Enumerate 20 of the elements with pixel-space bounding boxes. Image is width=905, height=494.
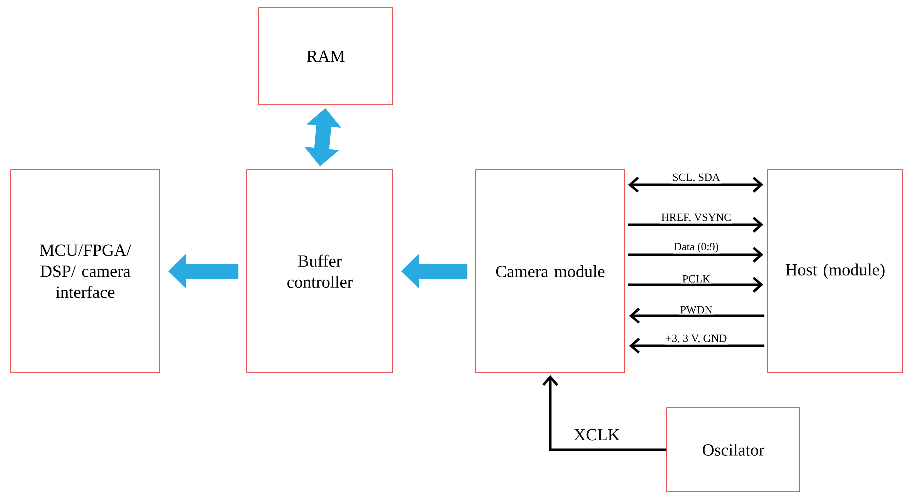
arrow (629, 308, 765, 324)
edge-label: +3, 3 V, GND (664, 334, 728, 345)
arrow (628, 247, 764, 263)
arrow (628, 277, 764, 293)
block-box: Oscilator (666, 408, 800, 492)
edge-label: XCLK (572, 428, 622, 442)
edge-label: SCL, SDA (672, 172, 722, 184)
arrow (542, 375, 667, 452)
edge-label: PWDN (679, 305, 714, 315)
arrow (628, 177, 764, 193)
arrow (628, 217, 764, 233)
block-box: Host (module) (768, 170, 904, 374)
block-box: Buffer controller (246, 170, 394, 374)
edge-label: HREF, VSYNC (660, 212, 733, 224)
block-box: Camera module (476, 170, 626, 374)
arrow (629, 338, 765, 354)
block-box: MCU/FPGA/ DSP/ camera interface (10, 170, 160, 374)
edge-label: Data (0:9) (673, 242, 720, 254)
edge-label: PCLK (681, 274, 712, 284)
block-box: RAM (258, 8, 394, 106)
